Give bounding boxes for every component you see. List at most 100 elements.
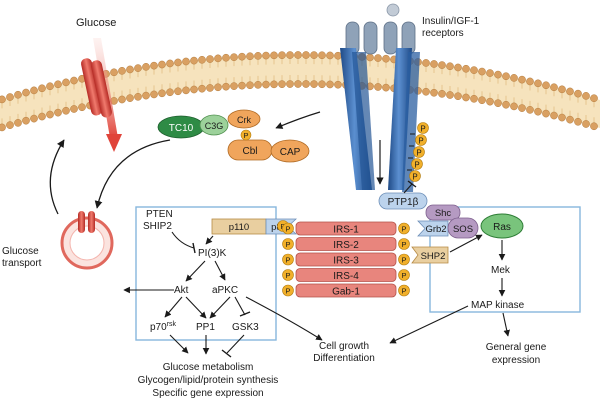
lipid-head <box>190 56 198 65</box>
glucose-entry-arrowhead <box>106 134 122 152</box>
lipid-head <box>14 90 22 99</box>
lipid-head <box>46 82 54 91</box>
mapk-to-cell-growth-arrow <box>389 305 469 344</box>
p110-to-pi3k-arrow <box>205 235 214 245</box>
cell-growth-line1: Cell growth <box>319 341 369 352</box>
lipid-head <box>6 121 14 129</box>
lipid-head <box>486 69 494 77</box>
lipid-head <box>374 83 382 91</box>
lipid-head <box>534 107 542 116</box>
lipid-head <box>206 55 214 63</box>
lipid-head <box>550 111 558 120</box>
phospho-tick-marks <box>407 133 415 171</box>
phospho-site: P <box>398 238 410 250</box>
lipid-head <box>118 95 126 104</box>
lipid-head <box>254 81 262 89</box>
lipid-head <box>310 51 318 59</box>
lipid-head <box>246 81 254 90</box>
lipid-head <box>110 68 118 77</box>
lipid-head <box>334 51 342 60</box>
akt-to-pp1-arrow <box>185 296 207 319</box>
svg-text:P: P <box>416 149 421 158</box>
lipid-head <box>574 117 582 126</box>
lipid-head <box>158 60 166 69</box>
lipid-head <box>454 92 462 101</box>
lipid-head <box>470 66 478 74</box>
phospho-site: P <box>282 269 294 281</box>
lipid-head <box>166 59 174 68</box>
irs-substrate-bar <box>295 237 397 251</box>
lipid-head <box>518 75 526 84</box>
lipid-head <box>14 119 22 127</box>
lipid-head <box>182 57 190 66</box>
lipid-head <box>502 100 510 109</box>
lipid-head <box>222 53 230 62</box>
lipid-head <box>174 87 182 96</box>
pi3k-label: PI(3)K <box>198 248 227 259</box>
lipid-head <box>590 94 598 103</box>
lipid-head <box>494 99 502 108</box>
pi3k-to-akt-arrow <box>185 260 206 282</box>
lipid-head <box>310 80 318 88</box>
phospho-site: P <box>417 122 429 134</box>
irs-substrate-label: Gab-1 <box>332 287 360 298</box>
lipid-head <box>30 86 38 95</box>
lipid-head <box>558 85 566 94</box>
glucose-transporter-membrane <box>81 58 112 118</box>
lipid-head <box>334 80 342 89</box>
lipid-head <box>262 80 270 89</box>
shp2-to-ras-arrow <box>449 234 483 253</box>
phospho-site: P <box>282 222 294 235</box>
pi3k-to-apkc-arrow <box>214 260 226 281</box>
ptp1b-label: PTP1β <box>388 197 419 208</box>
lipid-head <box>318 51 326 60</box>
lipid-head <box>566 87 574 96</box>
lipid-head <box>382 83 390 92</box>
shp2-protein <box>411 246 449 264</box>
ship2-label: SHIP2 <box>143 221 172 232</box>
lipid-head <box>278 51 286 60</box>
svg-text:P: P <box>401 256 406 265</box>
irs-substrate-bar <box>295 252 397 267</box>
irs-substrate-label: IRS-3 <box>333 256 359 267</box>
lipid-head <box>430 60 438 68</box>
cbl-label: Cbl <box>242 146 257 157</box>
svg-text:P: P <box>401 271 406 280</box>
lipid-head <box>502 72 510 81</box>
lipid-head <box>462 64 470 73</box>
lipid-head <box>198 84 206 93</box>
lipid-head <box>582 120 590 128</box>
insulin-ligand <box>386 3 400 17</box>
lipid-head <box>62 78 70 87</box>
gsk3-label: GSK3 <box>232 322 259 333</box>
irs-substrate-label: IRS-1 <box>333 225 359 236</box>
lipid-head <box>262 51 270 60</box>
lipid-head <box>30 114 38 123</box>
map-kinase-label: MAP kinase <box>471 300 525 311</box>
lipid-head <box>526 77 534 86</box>
svg-text:P: P <box>420 125 425 134</box>
lipid-head <box>22 88 30 97</box>
irs-substrate-bar <box>295 283 397 298</box>
lipid-head <box>374 54 382 62</box>
cap-label: CAP <box>280 147 301 158</box>
phospho-site: P <box>413 146 425 158</box>
cap-protein <box>270 139 310 163</box>
lipid-head <box>246 52 254 61</box>
lipid-head <box>286 80 294 88</box>
ptp1b-protein <box>378 192 428 210</box>
lipid-head <box>230 82 238 90</box>
p110-label: p110 <box>229 222 249 233</box>
apkc-label: aPKC <box>212 285 238 296</box>
lipid-head <box>446 62 454 71</box>
lipid-head <box>78 103 86 112</box>
crk-label: Crk <box>237 115 251 125</box>
cell-growth-line2: Differentiation <box>313 353 375 364</box>
lipid-head <box>494 70 502 79</box>
lipid-head <box>70 105 78 113</box>
tc10-to-transport-arrow <box>94 139 171 209</box>
